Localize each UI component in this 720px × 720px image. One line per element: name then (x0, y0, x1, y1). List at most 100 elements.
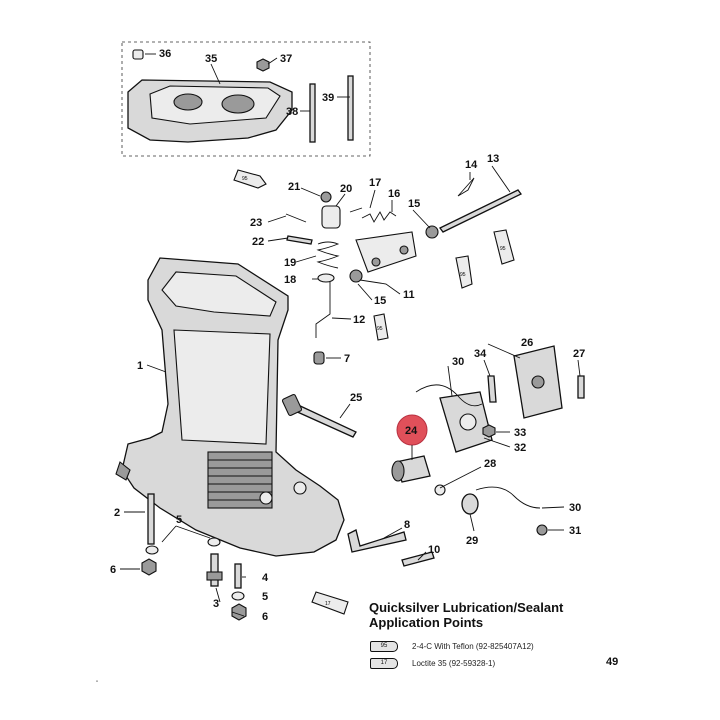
part-16-spring (361, 211, 397, 223)
svg-text:95: 95 (460, 272, 466, 278)
callout-4: 4 (262, 572, 269, 584)
callout-34: 34 (474, 348, 487, 360)
part-25-bolt (281, 393, 357, 438)
callout-20: 20 (340, 183, 352, 195)
part-24-mount (391, 455, 431, 483)
callout-2: 2 (114, 507, 120, 519)
part-38-stud (309, 83, 316, 143)
callout-5a: 5 (176, 514, 182, 526)
callout-5b: 5 (262, 591, 268, 603)
part-36-pin (132, 49, 144, 60)
callout-15b: 15 (374, 295, 386, 307)
callout-7: 7 (344, 353, 350, 365)
part-20-clip (321, 205, 341, 229)
part-33-nut (482, 424, 496, 438)
callout-15a: 15 (408, 198, 420, 210)
legend-item-text: Loctite 35 (92-59328-1) (412, 658, 496, 668)
svg-text:95: 95 (500, 246, 506, 252)
callout-6a: 6 (110, 564, 116, 576)
part-5-washer-c (231, 591, 245, 601)
part-5-washer-b (207, 537, 221, 547)
part-23-pin (285, 213, 307, 223)
part-31-screw (536, 524, 548, 536)
part-29-plug (461, 493, 479, 515)
callout-25: 25 (350, 392, 362, 404)
callout-17: 17 (369, 177, 381, 189)
part-27-screw (577, 375, 585, 399)
part-2-stud (147, 493, 155, 545)
callout-6b: 6 (262, 611, 268, 623)
part-30-ground-strap-a (415, 384, 483, 407)
part-15b-bushing (349, 269, 363, 283)
callout-35: 35 (205, 53, 217, 65)
part-14-pin (457, 177, 475, 197)
legend-item-text: 2-4-C With Teflon (92-825407A12) (412, 641, 534, 651)
part-35-cover (127, 79, 293, 143)
callout-22: 22 (252, 236, 264, 248)
part-28-washer (434, 484, 446, 496)
part-7-grommet (313, 351, 325, 365)
part-12-shift-rod (315, 278, 331, 338)
callout-8: 8 (404, 519, 410, 531)
svg-text:95: 95 (242, 176, 248, 182)
callout-13: 13 (487, 153, 499, 165)
lube-tube-95-a: 95 (233, 169, 267, 189)
part-39-stud (347, 75, 354, 141)
callout-38: 38 (286, 106, 298, 118)
sealant-tube-icon: 17 (370, 657, 398, 669)
callout-28: 28 (484, 458, 496, 470)
part-26-plate (513, 345, 563, 419)
svg-text:95: 95 (377, 326, 383, 332)
callout-36: 36 (159, 48, 171, 60)
callout-23: 23 (250, 217, 262, 229)
part-10-pin (401, 551, 435, 567)
page-number: 49 (606, 656, 619, 668)
lube-tube-95-b: 95 (455, 255, 473, 289)
callout-12: 12 (353, 314, 365, 326)
callout-11: 11 (403, 289, 415, 301)
part-13-rod (439, 189, 522, 233)
lube-tube-95-d: 95 (373, 313, 389, 341)
legend-item-17: 17 Loctite 35 (92-59328-1) (370, 656, 495, 670)
part-34-screw (487, 375, 497, 403)
legend-title-line1: Quicksilver Lubrication/Sealant (369, 600, 564, 615)
svg-text:17: 17 (325, 601, 331, 607)
callout-29: 29 (466, 535, 478, 547)
lube-tube-95-c: 95 (493, 229, 515, 265)
callout-30b: 30 (569, 502, 581, 514)
lube-tube-icon: 95 (370, 640, 398, 652)
part-3-bolt (206, 553, 223, 587)
callout-labels: 1 2 3 4 5 5 6 6 7 8 10 11 12 13 14 15 15… (110, 48, 585, 623)
callout-1: 1 (137, 360, 143, 372)
callout-18: 18 (284, 274, 296, 286)
callout-32: 32 (514, 442, 526, 454)
part-17-pin (349, 207, 363, 213)
highlight-part-24 (396, 414, 428, 460)
lube-tube-17: 17 (311, 591, 349, 615)
callout-21: 21 (288, 181, 300, 193)
part-19-spring (316, 241, 340, 269)
callout-10: 10 (428, 544, 440, 556)
part-37-nut (256, 58, 270, 72)
leader-lines (120, 53, 581, 617)
part-1-driveshaft-housing (115, 257, 345, 557)
part-6-nut-a (141, 558, 157, 576)
part-5-washer-a (145, 545, 159, 555)
part-22-pin (286, 235, 313, 245)
callout-27: 27 (573, 348, 585, 360)
part-6-nut-b (231, 603, 247, 621)
callout-24: 24 (405, 425, 418, 437)
part-15-bushing (425, 225, 439, 239)
callout-33: 33 (514, 427, 526, 439)
callout-30a: 30 (452, 356, 464, 368)
callout-14: 14 (465, 159, 478, 171)
part-8-hose (347, 529, 407, 553)
legend-item-95: 95 2-4-C With Teflon (92-825407A12) (370, 639, 534, 653)
legend-title-line2: Application Points (369, 615, 484, 630)
part-30-ground-strap-b (475, 486, 541, 509)
callout-39: 39 (322, 92, 334, 104)
part-4-stud (234, 563, 242, 589)
callout-3: 3 (213, 598, 219, 610)
callout-26: 26 (521, 337, 533, 349)
